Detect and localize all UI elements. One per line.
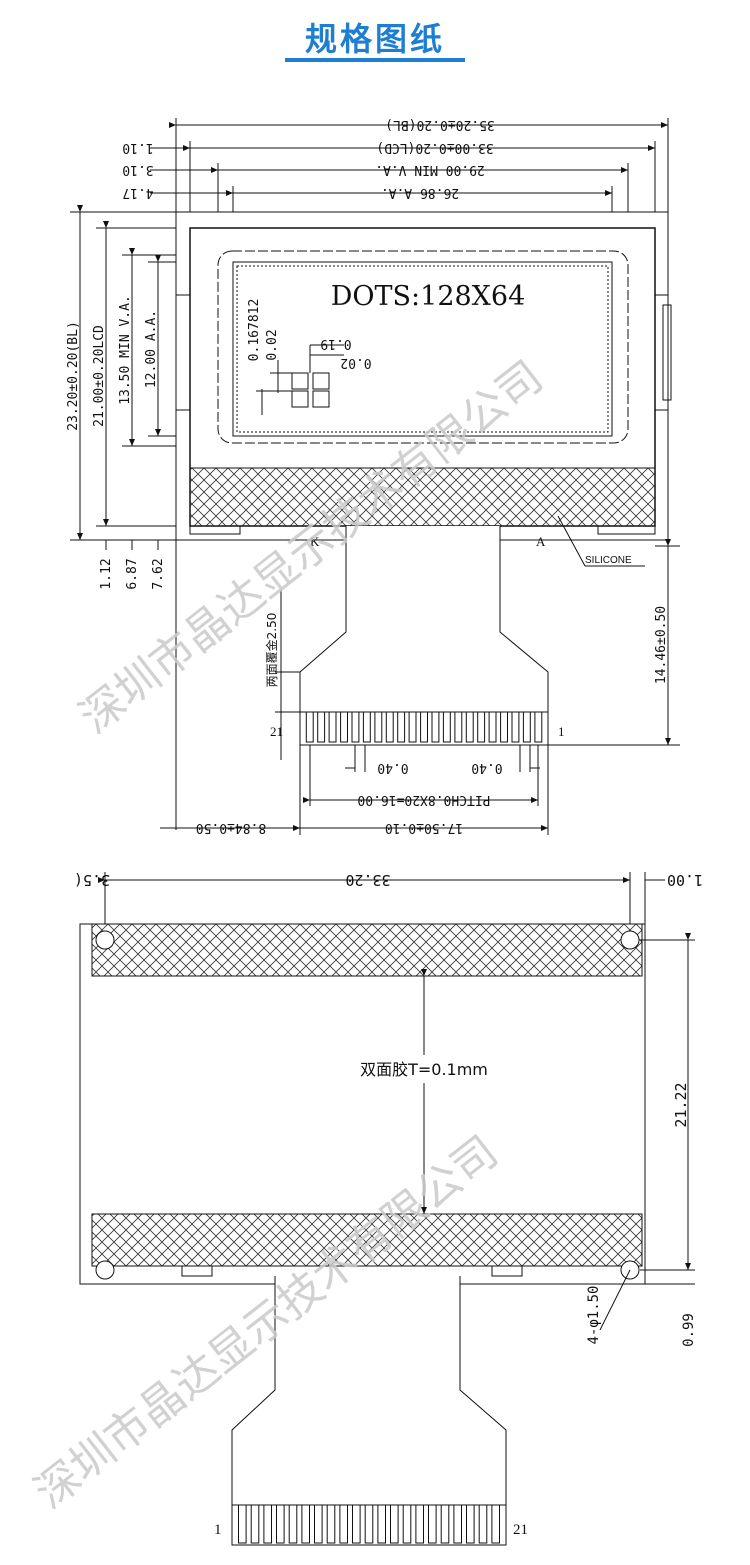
fpc-pin [431, 711, 440, 743]
dim-pin-width-1: 0.40 [377, 760, 408, 775]
fpc-pin [420, 711, 429, 743]
dim-pitch: PITCH0.8X20=16.00 [357, 792, 490, 807]
dim-pix-size: 0.19 [320, 336, 351, 351]
dim-pix-pitch: 0.167812 [247, 299, 262, 362]
dim-pix-gap2: 0.02 [340, 355, 371, 370]
fpc-pin [276, 1504, 285, 1544]
fpc-pin [534, 711, 543, 743]
dim-fpc-width: 17.50±0.10 [385, 820, 463, 835]
dim-tail-length: 14.46±0.50 [654, 606, 669, 684]
fpc-pin [488, 711, 497, 743]
fpc-pin [326, 1504, 336, 1544]
dim-bl: 35.20±0.20(BL) [385, 117, 495, 132]
fpc-pin [340, 711, 349, 743]
fpc-pin [352, 1504, 361, 1544]
fpc-pin [454, 711, 463, 743]
back-view [79, 872, 695, 1331]
dim-aa: 26.86 A.A. [381, 185, 459, 200]
fpc-pin [390, 1504, 399, 1544]
dim-bottom-3: 7.62 [151, 558, 166, 589]
fpc-pin [288, 1504, 298, 1544]
dim-lcd: 33.00±0.20(LCD) [376, 140, 493, 155]
fpc-pin [511, 711, 520, 743]
fpc-pin [328, 711, 337, 743]
tape-label: 双面胶T=0.1mm [360, 1060, 488, 1079]
page-title: 规格图纸 [304, 20, 445, 58]
dim-top-right: 1.00 [667, 871, 703, 889]
stiffener-label: 两面覆金2.50 [264, 613, 279, 688]
pin-21-back: 21 [513, 1522, 528, 1538]
fpc-pin [351, 711, 360, 743]
dim-bottom-1: 1.12 [99, 558, 114, 589]
silicone-label: SILICONE [585, 555, 632, 566]
dim-bottom-2: 6.87 [125, 558, 140, 589]
pixel-detail [256, 344, 344, 415]
dim-v-lcd: 21.00±0.20LCD [92, 325, 107, 427]
dim-v-bl: 23.20±0.20(BL) [66, 321, 81, 431]
pin-1-back: 1 [214, 1522, 222, 1538]
fpc-pin [385, 711, 394, 743]
k-label: K [310, 534, 320, 549]
dim-left-3: 4.17 [122, 185, 153, 200]
bottom-left-leaders [105, 540, 159, 550]
fpc-pin [339, 1504, 348, 1544]
fpc-pin [415, 1504, 424, 1544]
fpc-pin [402, 1504, 412, 1544]
fpc-pin [305, 711, 314, 743]
fpc-pin [317, 711, 326, 743]
fpc-pin [522, 711, 531, 743]
fpc-pin [440, 1504, 450, 1544]
dots-label: DOTS:128X64 [331, 281, 526, 312]
dim-pin-width-2: 0.40 [471, 760, 502, 775]
dim-height: 21.22 [672, 1082, 690, 1127]
dim-left-1: 1.10 [122, 140, 153, 155]
fpc-pin [500, 711, 509, 743]
dim-top-left: 3.5( [74, 871, 110, 889]
dim-left-2: 3.10 [122, 162, 153, 177]
pin-21-top: 21 [270, 724, 283, 739]
dim-pix-gap: 0.02 [265, 329, 280, 360]
fpc-pin [442, 711, 451, 743]
page-header: 规格图纸 [0, 0, 750, 70]
dim-va: 29.00 MIN V.A. [375, 162, 485, 177]
fpc-pin [491, 1504, 500, 1544]
fpc-pin [362, 711, 371, 743]
fpc-pin [408, 711, 417, 743]
fpc-pin [238, 1504, 247, 1544]
dim-v-va: 13.50 MIN V.A. [118, 295, 133, 405]
a-label: A [536, 534, 546, 549]
fpc-pin [453, 1504, 462, 1544]
fpc-pin [465, 711, 474, 743]
fpc-pin [263, 1504, 272, 1544]
pin-1-top: 1 [558, 724, 565, 739]
fpc-pins-back [238, 1504, 500, 1544]
silicone-leader [557, 515, 645, 567]
fpc-pins-top [305, 711, 543, 743]
tape-label-bg [330, 1055, 520, 1083]
fpc-pin [250, 1504, 260, 1544]
dim-v-aa: 12.00 A.A. [144, 310, 159, 388]
fpc-pin [374, 711, 383, 743]
top-view [70, 118, 672, 830]
dim-holes-dia: 4-φ1.50 [586, 1285, 602, 1344]
dim-holes: 33.20 [345, 871, 390, 889]
tail-dim-lines [275, 539, 680, 760]
fpc-pin [477, 711, 486, 743]
fpc-pin [377, 1504, 386, 1544]
fpc-pin [428, 1504, 437, 1544]
dim-fpc-offset: 8.84±0.50 [196, 820, 266, 835]
dim-bottom: 0.99 [681, 1313, 697, 1347]
fpc-pin [364, 1504, 374, 1544]
pitch-dim-lines [160, 745, 549, 835]
fpc-pin [301, 1504, 310, 1544]
fpc-pin [314, 1504, 323, 1544]
title-underline [285, 58, 465, 62]
fpc-pin [397, 711, 406, 743]
fpc-pin [466, 1504, 475, 1544]
fpc-pin [478, 1504, 488, 1544]
